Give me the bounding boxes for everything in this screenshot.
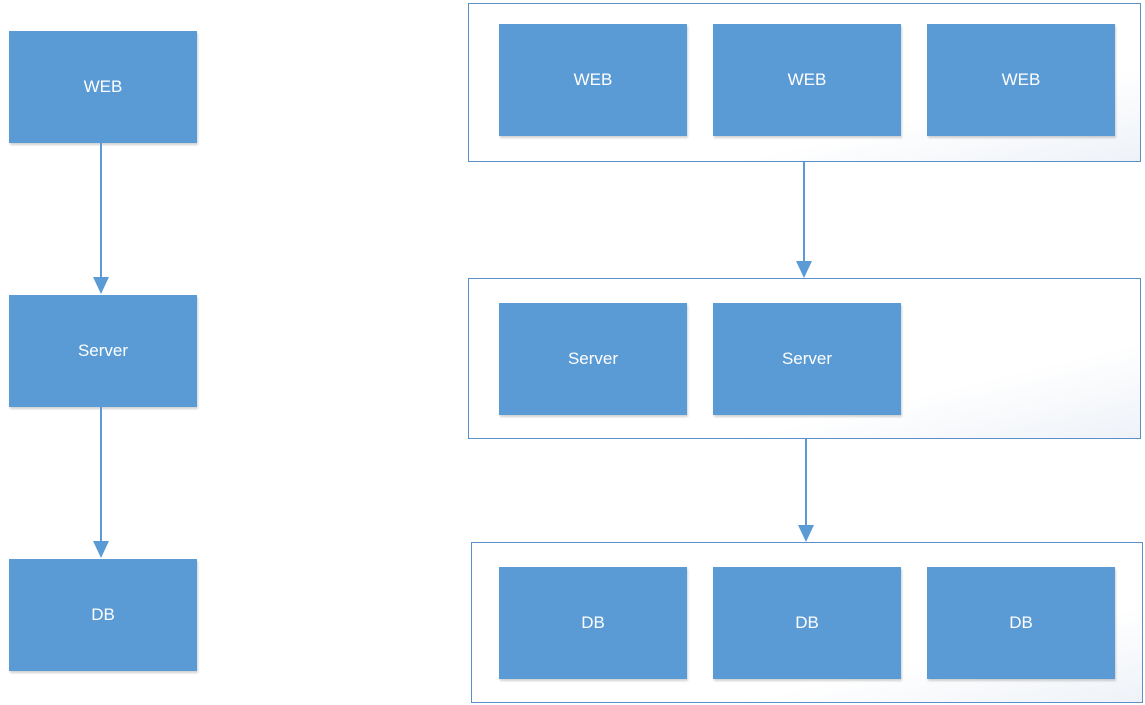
cluster-db-node-2: DB xyxy=(713,567,901,679)
arrowhead-web-to-server xyxy=(93,277,109,294)
single-server-node: Server xyxy=(9,295,197,407)
cluster-db-node-3: DB xyxy=(927,567,1115,679)
arrowhead-server-to-db xyxy=(93,541,109,558)
arrowhead-web-tier-to-server-tier xyxy=(796,261,812,278)
arrowhead-server-tier-to-db-tier xyxy=(798,525,814,542)
cluster-server-node-1: Server xyxy=(499,303,687,415)
cluster-web-node-2: WEB xyxy=(713,24,901,136)
cluster-db-node-1: DB xyxy=(499,567,687,679)
cluster-server-node-2: Server xyxy=(713,303,901,415)
cluster-web-node-3: WEB xyxy=(927,24,1115,136)
cluster-web-node-1: WEB xyxy=(499,24,687,136)
single-web-node: WEB xyxy=(9,31,197,143)
single-db-node: DB xyxy=(9,559,197,671)
